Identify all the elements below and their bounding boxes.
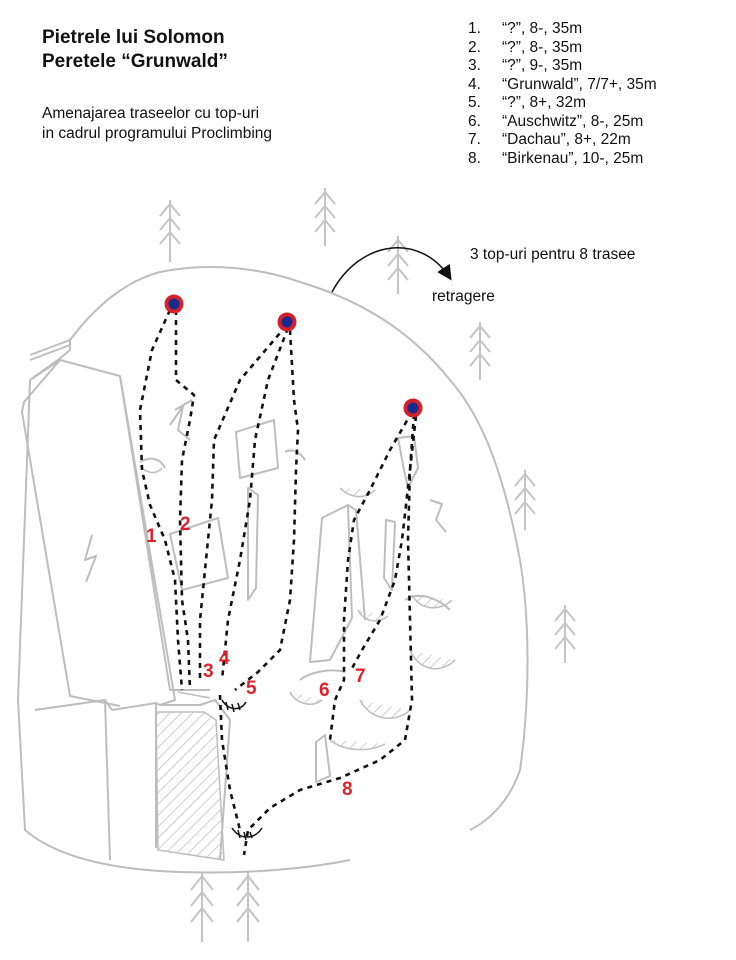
route-3-line xyxy=(198,325,287,680)
belay-marks xyxy=(221,699,263,841)
subtitle-line-2: in cadrul programului Proclimbing xyxy=(42,125,273,142)
route-1-line xyxy=(138,309,184,691)
route-list-item: 7.“Dachau”, 8+, 22m xyxy=(468,131,631,148)
tree-icon xyxy=(554,605,576,663)
route-label-2: 2 xyxy=(180,514,191,535)
route-number-labels: 1 2 3 4 5 6 7 8 xyxy=(146,514,366,800)
hatched-zones xyxy=(139,465,456,861)
route-list-item: 3.“?”, 9-, 35m xyxy=(468,57,583,74)
route-label-1: 1 xyxy=(146,526,157,547)
route-label-4: 4 xyxy=(219,648,230,669)
route-shared-lower xyxy=(218,694,242,831)
anchor-icon xyxy=(277,312,297,332)
tree-icon xyxy=(387,236,409,294)
route-list-item: 8.“Birkenau”, 10-, 25m xyxy=(468,149,644,167)
page-title: Pietrele lui Solomon Peretele “Grunwald” xyxy=(42,26,228,74)
route-list-item: 1.“?”, 8-, 35m xyxy=(468,20,583,37)
route-label-7: 7 xyxy=(355,666,366,687)
route-4-line xyxy=(220,327,290,681)
title-line-1: Pietrele lui Solomon xyxy=(42,27,225,48)
anchor-icons xyxy=(164,294,423,418)
route-label-5: 5 xyxy=(246,678,257,699)
route-list-item: 4.“Grunwald”, 7/7+, 35m xyxy=(468,75,657,93)
tree-icon xyxy=(236,872,260,942)
route-7-line xyxy=(348,413,416,673)
route-8-line xyxy=(242,415,418,856)
title-line-2: Peretele “Grunwald” xyxy=(42,51,228,72)
route-6-line xyxy=(328,411,414,741)
anchor-icon xyxy=(403,398,423,418)
subtitle-line-1: Amenajarea traseelor cu top-uri xyxy=(42,105,260,122)
tree-icon xyxy=(314,188,336,246)
tree-icon xyxy=(159,200,181,262)
route-5-line xyxy=(234,329,300,692)
tree-icon xyxy=(514,470,536,530)
tree-icon xyxy=(190,872,214,942)
route-list-item: 6.“Auschwitz”, 8-, 25m xyxy=(468,112,644,130)
route-label-6: 6 xyxy=(319,680,330,701)
route-list-item: 2.“?”, 8-, 35m xyxy=(468,38,583,56)
anchor-icon xyxy=(164,294,184,314)
route-list-item: 5.“?”, 8+, 32m xyxy=(468,94,586,111)
route-label-8: 8 xyxy=(342,779,353,800)
tree-icon xyxy=(469,322,491,380)
route-list: 1.“?”, 8-, 35m 2.“?”, 8-, 35m 3.“?”, 9-,… xyxy=(468,20,657,168)
retreat-label: retragere xyxy=(432,288,495,305)
retreat-arrow xyxy=(331,247,452,293)
rock-outline xyxy=(17,266,529,874)
page-subtitle: Amenajarea traseelor cu top-uri in cadru… xyxy=(42,104,272,144)
route-label-3: 3 xyxy=(203,661,214,682)
route-lines xyxy=(138,309,418,856)
anchor-note: 3 top-uri pentru 8 trasee xyxy=(470,246,636,263)
